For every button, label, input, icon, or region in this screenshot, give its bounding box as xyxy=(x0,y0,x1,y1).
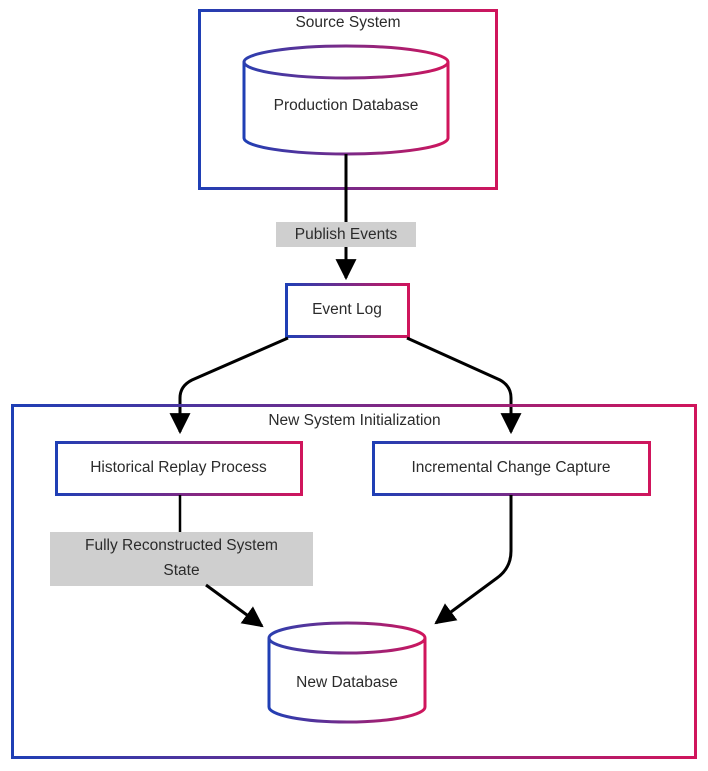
container-source-system xyxy=(198,9,498,190)
node-event-log xyxy=(285,283,410,338)
container-new-system-initialization xyxy=(11,404,697,759)
node-fully-reconstructed-system-state xyxy=(50,532,313,586)
edge-event-log-to-incremental-capture xyxy=(406,336,522,435)
edge-event-log-to-historical-replay xyxy=(169,336,289,435)
node-new-database xyxy=(267,621,427,724)
edge-capture-to-new-database xyxy=(434,495,513,625)
node-historical-replay-process xyxy=(55,441,303,496)
edge-label-publish-events: Publish Events xyxy=(276,222,416,247)
node-incremental-change-capture xyxy=(372,441,651,496)
edge-state-to-new-database xyxy=(205,583,264,628)
node-production-database xyxy=(242,44,450,156)
